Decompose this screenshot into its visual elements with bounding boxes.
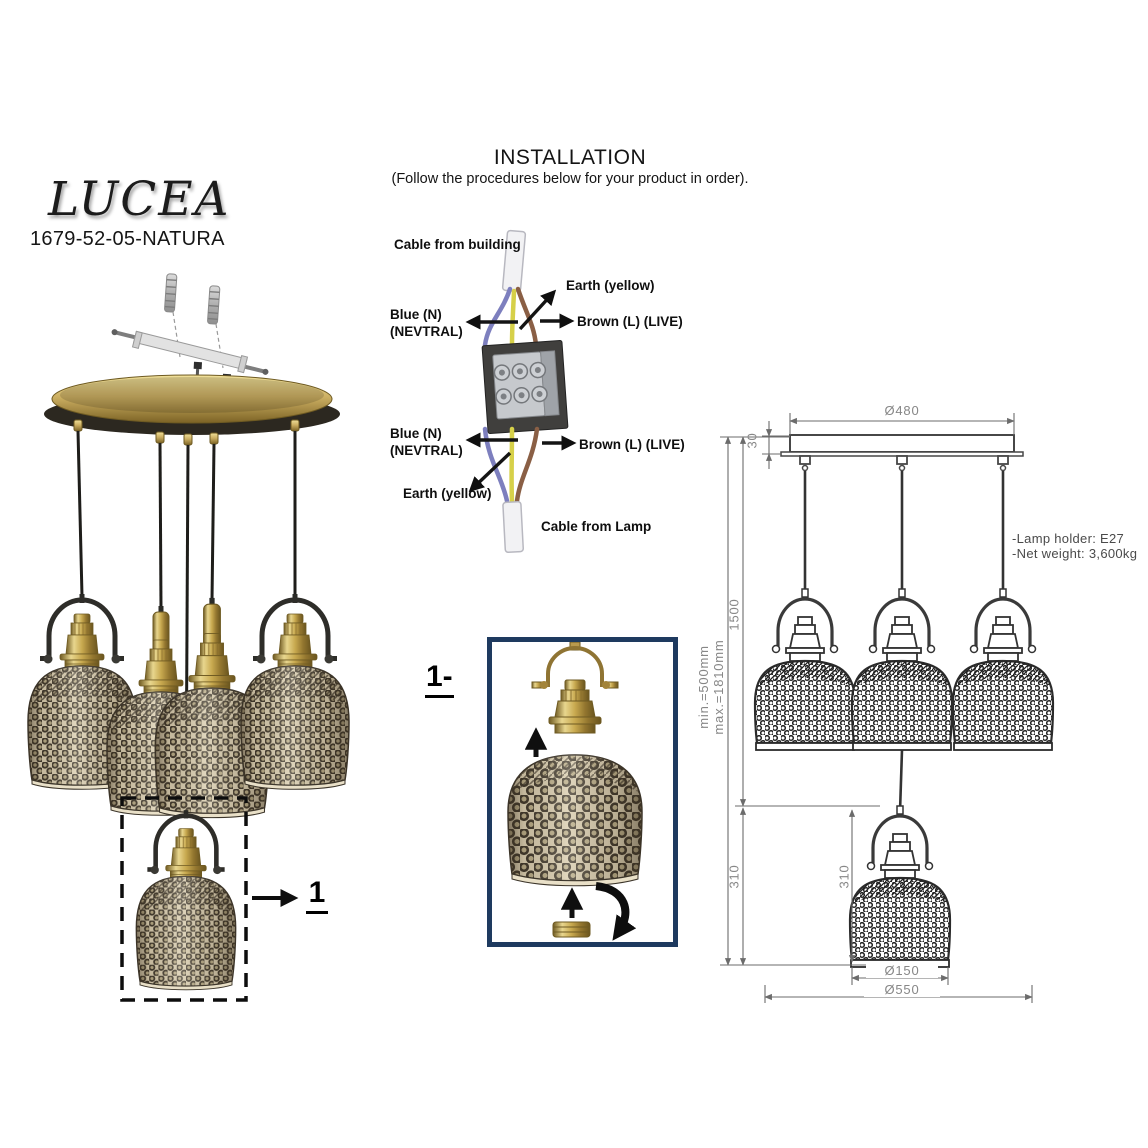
product-code: 1679-52-05-NATURA <box>30 228 225 250</box>
wire-earth <box>509 288 517 348</box>
label-neutral-bottom: Blue (N) (NEVTRAL) <box>390 426 463 458</box>
pendant-detail <box>136 810 235 990</box>
rotate-arrow-icon <box>595 882 637 941</box>
wall-anchor-icon <box>164 273 221 325</box>
installation-title: INSTALLATION <box>493 146 647 169</box>
product-title: LUCEA <box>48 172 231 227</box>
pendant-outline <box>850 587 954 752</box>
step-label: 1- <box>425 660 454 698</box>
dim-height-range: min.=500mm max.=1810mm <box>696 639 726 735</box>
callout-number: 1 <box>306 876 328 914</box>
dim-canopy-diameter: Ø480 <box>884 403 920 418</box>
dim-overall-width: Ø550 <box>864 982 940 997</box>
pendant-outline <box>848 804 952 969</box>
dim-shade-diameter: Ø150 <box>866 963 938 978</box>
canopy <box>44 374 340 435</box>
dim-drop-right: 310 <box>836 864 852 889</box>
pendant-outline <box>753 587 857 752</box>
wire-blue <box>482 286 513 348</box>
dimension-drawing <box>720 413 1055 1003</box>
terminal-block <box>481 339 569 435</box>
label-neutral-top: Blue (N) (NEVTRAL) <box>390 307 463 339</box>
product-notes: -Lamp holder: E27 -Net weight: 3,600kg <box>1012 531 1137 561</box>
label-live-top: Brown (L) (LIVE) <box>577 314 683 329</box>
note-lamp-holder: -Lamp holder: E27 <box>1012 531 1125 546</box>
wire-brown <box>514 426 540 504</box>
assembly-diagram <box>507 641 643 941</box>
dim-drop-left: 310 <box>726 864 742 889</box>
dimension-lines <box>720 413 1033 1003</box>
pendant-outline <box>951 587 1055 752</box>
assembly-step-box <box>487 637 678 947</box>
label-cable-from-lamp: Cable from Lamp <box>541 519 652 534</box>
wiring-arrows <box>465 289 577 493</box>
label-earth-bottom: Earth (yellow) <box>403 486 492 501</box>
label-earth-top: Earth (yellow) <box>566 278 655 293</box>
chandelier-render <box>15 273 365 1002</box>
label-cable-from-building: Cable from building <box>394 237 521 252</box>
wiring-diagram <box>465 229 577 554</box>
label-live-bottom: Brown (L) (LIVE) <box>579 437 685 452</box>
mounting-bracket-icon <box>111 329 269 375</box>
dim-canopy-height: 30 <box>744 432 760 449</box>
note-net-weight: -Net weight: 3,600kg <box>1012 546 1138 561</box>
installation-subtitle: (Follow the procedures below for your pr… <box>391 171 749 187</box>
pendant <box>241 594 349 789</box>
dim-suspension-length: 1500 <box>726 598 742 631</box>
installation-header: INSTALLATION (Follow the procedures belo… <box>330 146 810 187</box>
